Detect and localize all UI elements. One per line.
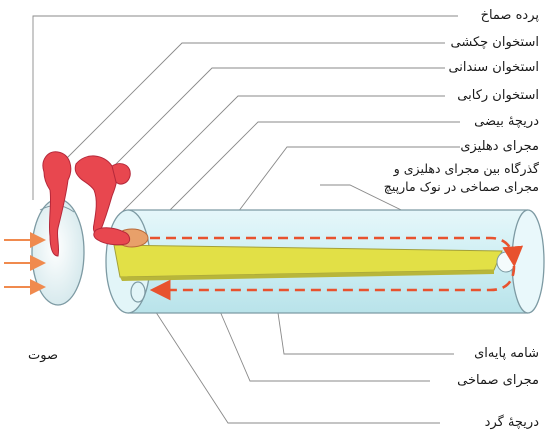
leader-malleus: [65, 43, 445, 160]
label-basilar-membrane: شامه پایه‌ای: [474, 346, 539, 361]
leader-round-window: [148, 300, 440, 423]
label-malleus: استخوان چکشی: [451, 35, 539, 50]
label-oval-window: دریچهٔ بیضی: [474, 114, 539, 129]
label-sound: صوت: [28, 348, 58, 363]
label-vestibular-canal: مجرای دهلیزی: [460, 139, 539, 154]
leader-incus: [110, 68, 445, 170]
cochlea-apex-end: [512, 210, 544, 313]
label-stapes: استخوان رکابی: [457, 88, 539, 103]
label-tympanic-membrane: پرده صماخ: [481, 8, 539, 23]
label-helicotrema-line1: گذرگاه بین مجرای دهلیزی و: [394, 160, 539, 177]
label-round-window: دریچهٔ گرد: [485, 415, 539, 430]
label-tympanic-canal: مجرای صماخی: [457, 373, 539, 388]
ossicles: [43, 152, 130, 256]
incus: [75, 156, 116, 234]
label-helicotrema-line2: مجرای صماخی در نوک مارپیچ: [384, 178, 539, 195]
label-incus: استخوان سندانی: [448, 60, 539, 75]
